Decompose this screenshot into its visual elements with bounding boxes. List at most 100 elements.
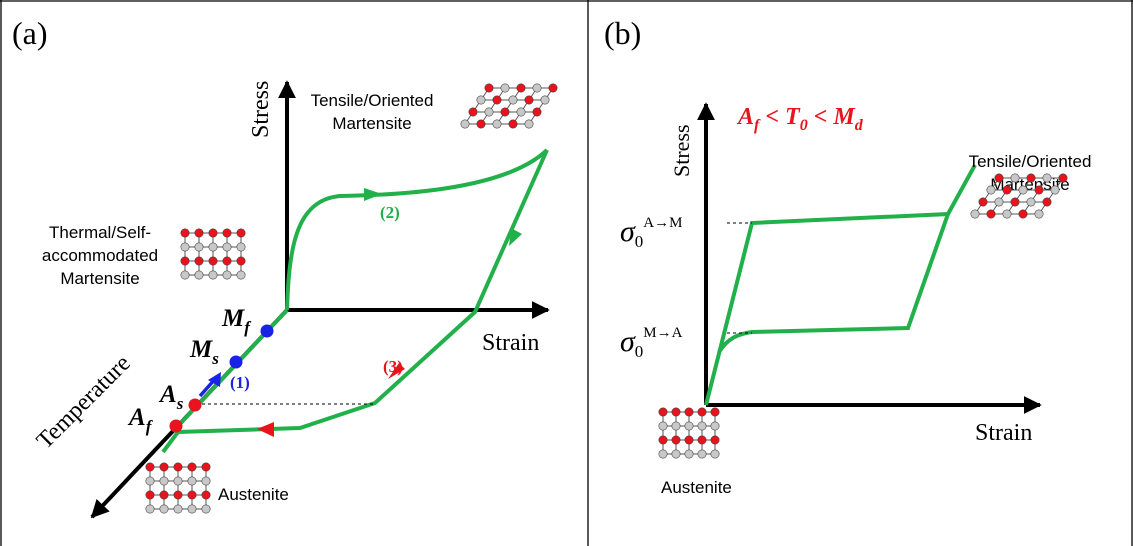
lattice-atom — [516, 83, 526, 93]
lattice-atom — [460, 119, 470, 129]
lattice-atom — [159, 490, 169, 500]
panel-a-label: (a) — [12, 15, 48, 51]
lattice-atom — [201, 490, 211, 500]
lattice-atom — [236, 228, 246, 238]
lattice-atom — [173, 462, 183, 472]
lattice-atom — [532, 107, 542, 117]
lattice-tensile-b — [970, 173, 1068, 219]
lattice-atom — [145, 490, 155, 500]
lattice-atom — [484, 83, 494, 93]
lattice-atom — [994, 197, 1004, 207]
lattice-atom — [658, 449, 668, 459]
lattice-atom — [159, 504, 169, 514]
lattice-atom — [671, 435, 681, 445]
strain-axis-label-b: Strain — [975, 420, 1032, 446]
arrow-down-green — [509, 228, 522, 246]
lattice-atom — [201, 476, 211, 486]
lattice-atom — [145, 504, 155, 514]
forward-curve-b — [704, 164, 977, 406]
lattice-austenite-b — [658, 407, 720, 459]
lattice-atom — [697, 421, 707, 431]
lattice-atom — [1010, 173, 1020, 183]
lattice-atom — [187, 490, 197, 500]
sigma-am-label: σ0A→M — [620, 215, 682, 251]
lattice-atom — [180, 242, 190, 252]
lattice-austenite-a — [145, 462, 211, 514]
lattice-atom — [201, 504, 211, 514]
thermal-label-line1: Thermal/Self- — [49, 223, 151, 242]
lattice-atom — [500, 83, 510, 93]
temperature-axis-label-a: Temperature — [32, 350, 136, 454]
lattice-thermal — [180, 228, 246, 280]
lattice-atom — [540, 95, 550, 105]
tensile-label-a-line1: Tensile/Oriented — [311, 91, 434, 110]
lattice-atom — [697, 449, 707, 459]
panel-b-label: (b) — [604, 15, 641, 51]
lattice-atom — [159, 476, 169, 486]
lattice-atom — [671, 421, 681, 431]
lattice-atom — [684, 407, 694, 417]
arrow-1-blue-head — [208, 372, 221, 387]
point-af — [169, 419, 183, 433]
lattice-atom — [500, 107, 510, 117]
lattice-atom — [468, 107, 478, 117]
lattice-atom — [1026, 197, 1036, 207]
lattice-atom — [194, 228, 204, 238]
lattice-atom — [986, 209, 996, 219]
lattice-atom — [173, 476, 183, 486]
lattice-atom — [222, 228, 232, 238]
lattice-atom — [187, 504, 197, 514]
point-as — [188, 398, 202, 412]
lattice-atom — [208, 270, 218, 280]
lattice-atom — [658, 435, 668, 445]
step-1-label: (1) — [230, 373, 250, 392]
lattice-atom — [548, 83, 558, 93]
lattice-atom — [194, 256, 204, 266]
unloading-curve-a — [161, 149, 549, 454]
lattice-atom — [524, 119, 534, 129]
lattice-atom — [180, 270, 190, 280]
arrow-3-red — [388, 363, 405, 379]
lattice-atom — [1042, 197, 1052, 207]
lattice-atom — [187, 462, 197, 472]
lattice-atom — [492, 119, 502, 129]
lattice-atom — [484, 107, 494, 117]
lattice-atom — [194, 242, 204, 252]
lattice-atom — [187, 476, 197, 486]
lattice-atom — [516, 107, 526, 117]
lattice-atom — [697, 435, 707, 445]
lattice-atom — [1018, 185, 1028, 195]
step-3-label: (3) — [383, 357, 403, 376]
point-ms — [229, 355, 243, 369]
reverse-curve-b — [717, 213, 950, 354]
sigma-ma-label: σ0M→A — [620, 325, 683, 361]
lattice-atom — [476, 95, 486, 105]
tensile-label-a-line2: Martensite — [332, 114, 411, 133]
austenite-label-a: Austenite — [218, 485, 289, 504]
stress-axis-label-b: Stress — [669, 124, 694, 177]
stress-axis-label-a: Stress — [248, 81, 274, 138]
thermal-label-line2: accommodated — [42, 246, 158, 265]
lattice-atom — [508, 119, 518, 129]
lattice-atom — [476, 119, 486, 129]
strain-axis-label-a: Strain — [482, 330, 539, 356]
step-2-label: (2) — [380, 203, 400, 222]
lattice-atom — [684, 449, 694, 459]
arrow-2-right — [364, 188, 382, 201]
lattice-atom — [201, 462, 211, 472]
lattice-atom — [658, 407, 668, 417]
label-as: As — [158, 381, 184, 413]
lattice-atom — [671, 449, 681, 459]
lattice-atom — [492, 95, 502, 105]
loading-curve-a — [285, 148, 549, 311]
panel-a: (a) Stress Strain Temperature Mf Ms As A… — [12, 15, 558, 519]
austenite-label-b: Austenite — [661, 478, 732, 497]
lattice-atom — [524, 95, 534, 105]
lattice-atom — [710, 407, 720, 417]
lattice-atom — [684, 421, 694, 431]
lattice-atom — [1050, 185, 1060, 195]
lattice-atom — [236, 242, 246, 252]
lattice-atom — [1018, 209, 1028, 219]
